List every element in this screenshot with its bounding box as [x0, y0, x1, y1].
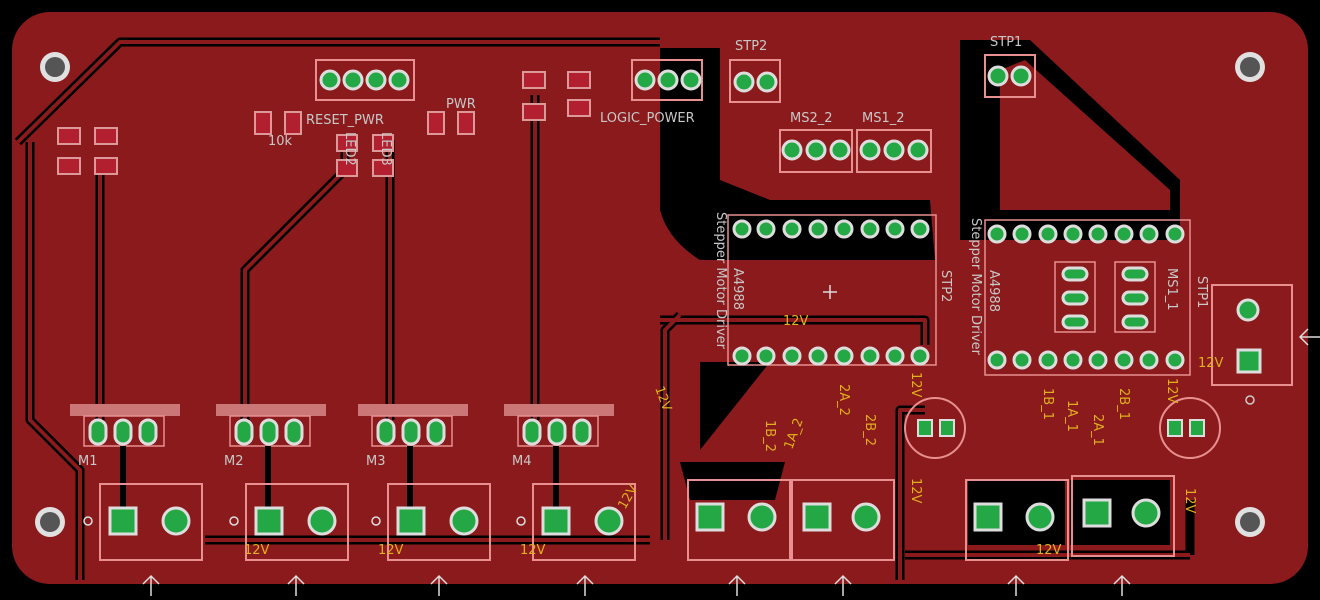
net-1a-1: 1A_1 [1064, 400, 1079, 432]
header-ms1-2 [856, 129, 932, 173]
label-a4988-right: A4988 [986, 270, 1001, 312]
isolation-zone-top [660, 48, 935, 260]
label-stp1-top: STP1 [990, 35, 1022, 50]
header-reset-pwr [315, 59, 415, 101]
net-12v-cap-right-top: 12V [1164, 378, 1179, 404]
mounting-hole-top-left [40, 52, 70, 82]
label-pwr: PWR [446, 97, 476, 112]
terminal-2 [229, 483, 349, 561]
label-m4: M4 [512, 454, 532, 469]
label-ms2-2: MS2_2 [790, 111, 833, 126]
capacitor-right [1159, 397, 1221, 459]
net-1b-1: 1B_1 [1040, 388, 1055, 420]
label-led3: LED3 [378, 132, 393, 166]
net-1b-2: 1B_2 [762, 420, 777, 452]
label-m3: M3 [366, 454, 386, 469]
net-12v-m1: 12V [244, 543, 270, 558]
label-stp2-side: STP2 [938, 270, 953, 302]
terminal-7 [965, 479, 1069, 561]
label-led2: LED2 [342, 132, 357, 166]
net-12v-stp1: 12V [1198, 356, 1224, 371]
net-12v-m2: 12V [378, 543, 404, 558]
net-12v-m3: 12V [520, 543, 546, 558]
mounting-hole-bottom-left [35, 507, 65, 537]
label-driver-right: Stepper Motor Driver [968, 218, 983, 356]
isolation-zone-mid [700, 362, 770, 450]
a4988-driver-left [727, 214, 937, 366]
mounting-hole-bottom-right [1235, 507, 1265, 537]
label-logic-power: LOGIC_POWER [600, 111, 695, 126]
mounting-holes [35, 52, 1265, 537]
smd-components [57, 71, 591, 177]
screw-terminals [83, 475, 1175, 561]
net-12v-cap-left-top: 12V [908, 372, 923, 398]
net-12v-cap-left-bottom: 12V [908, 478, 923, 504]
terminal-4 [516, 483, 636, 561]
net-2a-2: 2A_2 [836, 384, 851, 416]
motor-connector-m4 [504, 404, 614, 447]
label-ms1-2: MS1_2 [862, 111, 905, 126]
net-12v-cap-right-bottom: 12V [1182, 488, 1197, 514]
motor-connector-m3 [358, 404, 468, 447]
terminal-8 [1071, 475, 1175, 557]
copper-island-right [1000, 60, 1170, 210]
label-a4988-left: A4988 [730, 268, 745, 310]
terminal-3 [371, 483, 491, 561]
a4988-driver-right [984, 219, 1191, 376]
net-12v-bottom-right: 12V [1036, 543, 1062, 558]
origin-cross [823, 285, 837, 299]
motor-connector-m2 [216, 404, 326, 447]
capacitor-left [904, 397, 966, 459]
net-2a-1: 2A_1 [1090, 414, 1105, 446]
mounting-hole-top-right [1235, 52, 1265, 82]
net-12v-driver-left: 12V [783, 314, 809, 329]
isolation-zone-terminal-2 [1070, 480, 1170, 545]
label-stp2-top: STP2 [735, 39, 767, 54]
stp1-side-connector [1211, 284, 1293, 405]
header-stp1-top [984, 54, 1036, 98]
label-reset-pwr: RESET_PWR [306, 113, 384, 128]
label-stp1-side: STP1 [1194, 276, 1209, 308]
net-2b-2: 2B_2 [862, 414, 877, 446]
label-resistor: 10k [268, 134, 293, 149]
header-ms2-2 [779, 129, 853, 173]
connector-arrows [142, 328, 1320, 596]
terminal-5 [687, 479, 791, 561]
motor-drop-traces [120, 446, 559, 510]
label-driver-left: Stepper Motor Driver [713, 212, 728, 350]
label-m1: M1 [78, 454, 98, 469]
header-stp2-top [729, 59, 781, 103]
net-2b-1: 2B_1 [1116, 388, 1131, 420]
terminal-1 [83, 483, 203, 561]
label-m2: M2 [224, 454, 244, 469]
terminal-6 [791, 479, 895, 561]
header-logic-power [631, 59, 703, 101]
label-ms1-1: MS1_1 [1164, 268, 1179, 311]
